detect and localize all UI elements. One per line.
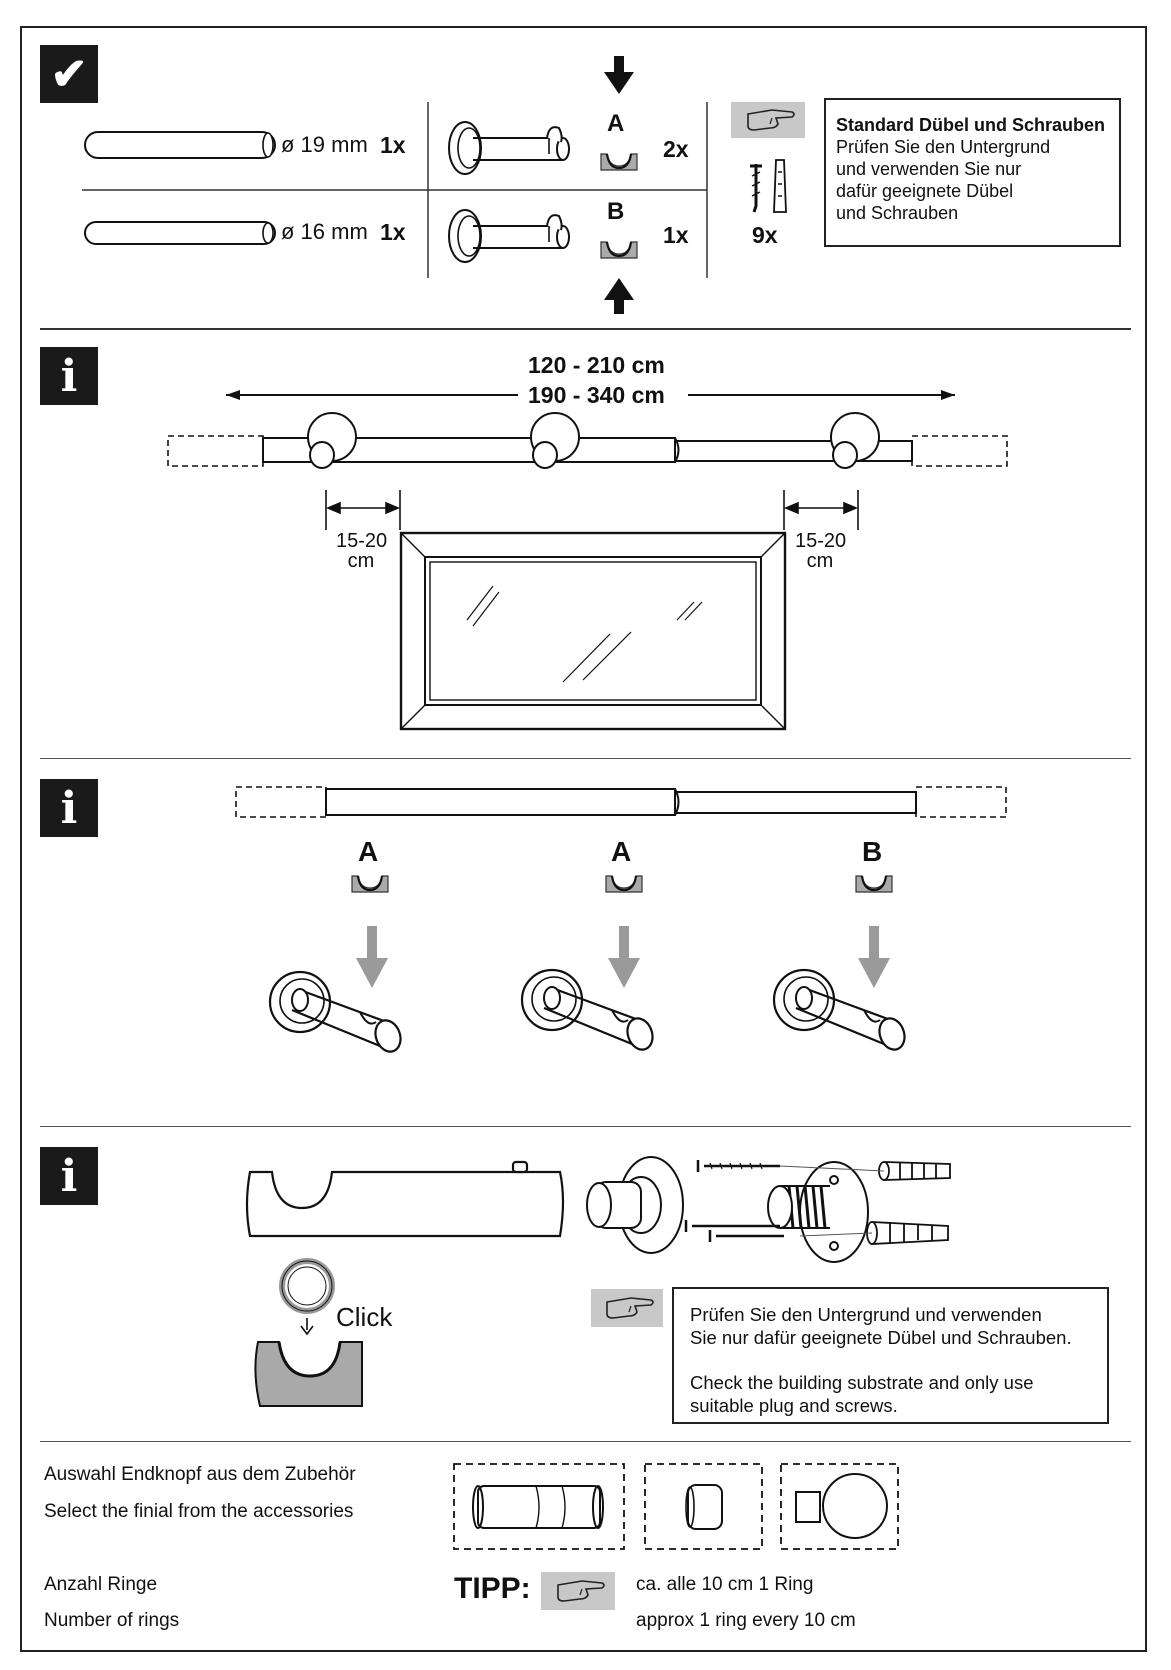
ring-icon: [279, 1258, 335, 1314]
dowel-note-box: Standard Dübel und Schrauben Prüfen Sie …: [824, 98, 1121, 247]
rod1-qty: 1x: [380, 132, 406, 158]
substrate-note-box: Prüfen Sie den Untergrund und verwenden …: [672, 1287, 1109, 1424]
divider: [40, 1126, 1131, 1127]
rings-en: Number of rings: [44, 1610, 180, 1631]
finial-de: Auswahl Endknopf aus dem Zubehör: [44, 1464, 356, 1485]
note-line: Prüfen Sie den Untergrund: [836, 137, 1051, 157]
note-line: und verwenden Sie nur: [836, 159, 1022, 179]
dowel-icon: [866, 1161, 951, 1245]
clip-cross-section: [254, 1341, 363, 1407]
rod2-diameter: ø 16 mm: [281, 219, 368, 244]
hand-pointer-icon: [541, 1572, 615, 1610]
info-icon: i: [40, 779, 98, 837]
clip-a-icon: [350, 874, 390, 894]
mounting-hardware: [586, 1156, 869, 1263]
tip-en: approx 1 ring every 10 cm: [636, 1610, 856, 1631]
bracket-b-letter: B: [607, 198, 625, 225]
tip-de: ca. alle 10 cm 1 Ring: [636, 1574, 814, 1595]
clip-a-icon: [599, 152, 639, 172]
bracket-b-qty: 1x: [663, 222, 689, 248]
note-en-line: Check the building substrate and only us…: [690, 1372, 1034, 1393]
info-icon: i: [40, 1147, 98, 1205]
rod-bracket: [307, 412, 880, 469]
finial-options: [453, 1463, 899, 1550]
rod-16mm: [84, 221, 276, 245]
clip-a-icon: [604, 874, 644, 894]
rod1-diameter: ø 19 mm: [281, 132, 368, 157]
note-line: dafür geeignete Dübel: [836, 181, 1014, 201]
click-label: Click: [336, 1302, 393, 1332]
tip-label: TIPP:: [454, 1572, 531, 1605]
divider: [40, 758, 1131, 759]
page-frame: [20, 26, 1147, 1652]
hand-pointer-icon: [731, 102, 805, 138]
hand-pointer-icon: [591, 1289, 663, 1327]
down-arrow-icon: [608, 926, 640, 988]
rod-assembled: [235, 786, 1007, 818]
bracket-a-letter: A: [607, 110, 625, 137]
note-title: Standard Dübel und Schrauben: [836, 115, 1106, 135]
down-arrow-icon: [604, 56, 634, 94]
screw-icon: [684, 1160, 784, 1242]
wall-bracket-icon: [268, 970, 406, 1057]
rod-19mm: [84, 131, 276, 159]
clip-body: [245, 1160, 565, 1238]
clip-b-icon: [854, 874, 894, 894]
wall-bracket-icon: [520, 968, 658, 1055]
gap-dimension: [325, 490, 859, 530]
note-de-line: Sie nur dafür geeignete Dübel und Schrau…: [690, 1327, 1072, 1348]
range-label-1: 120 - 210 cm: [528, 352, 665, 378]
divider: [40, 1441, 1131, 1442]
bracket-label-b: B: [862, 836, 883, 867]
window-frame: [399, 531, 787, 731]
range-label-2: 190 - 340 cm: [528, 382, 665, 408]
rod2-qty: 1x: [380, 219, 406, 245]
finial-en: Select the finial from the accessories: [44, 1501, 354, 1522]
up-arrow-icon: [604, 278, 634, 314]
down-arrow-icon: [858, 926, 890, 988]
info-icon: i: [40, 347, 98, 405]
bracket-icon: [448, 121, 570, 175]
rings-de: Anzahl Ringe: [44, 1574, 158, 1595]
bracket-icon: [448, 209, 570, 263]
range-arrow: [226, 390, 955, 400]
divider: [40, 328, 1131, 330]
note-line: und Schrauben: [836, 203, 959, 223]
bracket-label-a: A: [611, 836, 632, 867]
down-arrow-icon: [356, 926, 388, 988]
clip-b-icon: [599, 240, 639, 260]
bracket-label-a: A: [358, 836, 379, 867]
screws-qty: 9x: [752, 222, 778, 248]
screw-icon: [750, 164, 762, 213]
bracket-a-qty: 2x: [663, 136, 689, 162]
arrow-down-small-icon: [300, 1318, 314, 1336]
note-de-line: Prüfen Sie den Untergrund und verwenden: [690, 1304, 1042, 1325]
checkmark-icon: ✔: [40, 45, 98, 103]
note-en-line: suitable plug and screws.: [690, 1395, 898, 1416]
extendable-rod: [167, 435, 1008, 467]
dowel-icon: [773, 159, 787, 213]
wall-bracket-icon: [772, 968, 910, 1055]
